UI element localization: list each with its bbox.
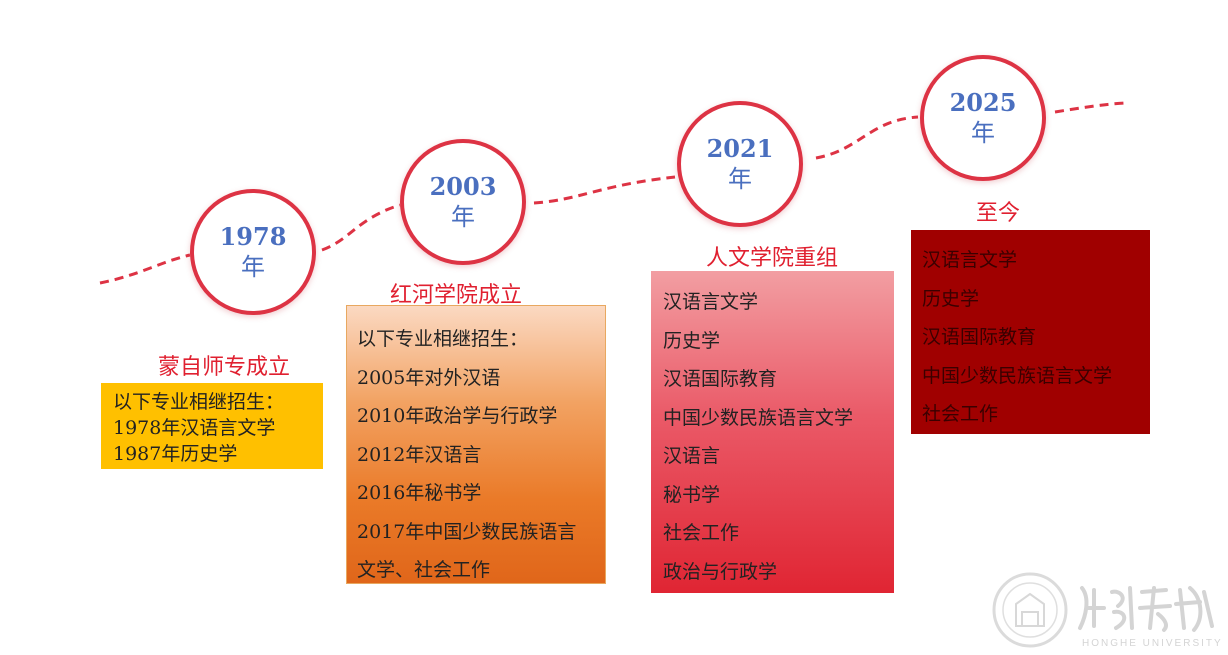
major-item: 汉语言文学	[922, 249, 1018, 271]
major-item: 2012年汉语言	[357, 443, 482, 466]
major-item: 以下专业相继招生：	[113, 391, 285, 413]
year-unit: 年	[241, 253, 265, 281]
major-item: 汉语国际教育	[663, 368, 778, 390]
year-label: 2025	[949, 88, 1017, 117]
major-item: 2010年政治学与行政学	[357, 405, 558, 427]
major-item: 2005年对外汉语	[357, 366, 501, 389]
major-item: 社会工作	[663, 522, 740, 544]
major-box-2003: 以下专业相继招生： 2005年对外汉语 2010年政治学与行政学 2012年汉语…	[346, 305, 606, 584]
major-item: 2016年秘书学	[357, 482, 482, 504]
milestone-heading-2021: 人文学院重组	[706, 246, 839, 271]
major-box-1978: 以下专业相继招生： 1978年汉语言文学 1987年历史学	[101, 383, 323, 469]
major-item: 历史学	[922, 287, 980, 310]
year-circle-2021: 2021 年	[677, 101, 803, 227]
major-item: 2017年中国少数民族语言	[357, 520, 577, 543]
year-circle-2003: 2003 年	[400, 139, 526, 265]
year-circle-2025: 2025 年	[920, 55, 1046, 181]
year-unit: 年	[728, 165, 752, 193]
milestone-heading-2003: 红河学院成立	[390, 283, 523, 308]
major-item: 中国少数民族语言文学	[922, 364, 1113, 387]
year-unit: 年	[451, 203, 475, 231]
major-item: 以下专业相继招生：	[357, 328, 529, 350]
svg-text:HONGHE UNIVERSITY: HONGHE UNIVERSITY	[1082, 638, 1222, 649]
major-item: 政治与行政学	[663, 560, 778, 583]
year-circle-1978: 1978 年	[190, 189, 316, 315]
major-item: 文学、社会工作	[357, 559, 491, 581]
year-label: 2003	[429, 172, 497, 201]
year-unit: 年	[971, 119, 995, 147]
major-item: 1987年历史学	[113, 443, 238, 465]
milestone-heading-2025: 至今	[976, 201, 1021, 226]
major-box-2025: 汉语言文学 历史学 汉语国际教育 中国少数民族语言文学 社会工作	[911, 230, 1150, 434]
major-item: 汉语国际教育	[922, 326, 1037, 348]
major-box-2021: 汉语言文学 历史学 汉语国际教育 中国少数民族语言文学 汉语言 秘书学 社会工作…	[651, 271, 894, 593]
milestone-heading-1978: 蒙自师专成立	[158, 355, 291, 380]
major-item: 汉语言	[663, 445, 721, 467]
major-item: 中国少数民族语言文学	[663, 406, 854, 429]
major-item: 秘书学	[663, 483, 721, 506]
major-item: 汉语言文学	[663, 291, 759, 313]
major-item: 历史学	[663, 329, 721, 352]
major-item: 1978年汉语言文学	[113, 417, 276, 439]
university-logo-watermark: HONGHE UNIVERSITY	[992, 572, 1222, 649]
year-label: 1978	[219, 222, 287, 251]
year-label: 2021	[706, 134, 774, 163]
major-item: 社会工作	[922, 403, 999, 425]
